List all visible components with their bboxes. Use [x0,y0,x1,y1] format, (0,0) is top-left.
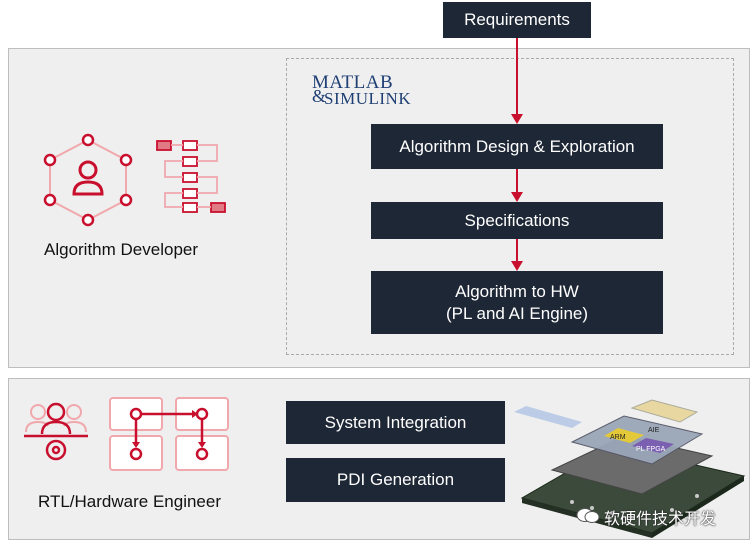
chip-layer-aie [570,415,704,465]
chip-layer-pl [632,438,674,453]
algorithm-design-box: Algorithm Design & Exploration [371,124,663,169]
matlab-simulink-logo: MATLAB & SIMULINK [312,72,442,112]
person-icon [72,160,104,196]
rtl-engineer-label: RTL/Hardware Engineer [38,492,221,511]
logo-matlab: MATLAB [312,72,394,93]
chip-label-aie: AIE [648,427,660,434]
requirements-label: Requirements [464,10,570,29]
algorithm-design-label: Algorithm Design & Exploration [399,136,635,156]
pdi-generation-label: PDI Generation [336,470,455,489]
algorithm-to-hw-box: Algorithm to HW (PL and AI Engine) [371,271,663,334]
wechat-icon [576,507,600,524]
logo-simulink: SIMULINK [324,89,412,108]
chip-layer-arm [604,428,644,443]
chip-layer-top [630,399,699,423]
requirements-box: Requirements [443,2,591,38]
watermark-text: 软硬件技术开发 [604,509,717,528]
engineer-team-icon [24,402,88,461]
system-integration-label: System Integration [324,412,467,432]
specifications-label: Specifications [464,210,570,230]
pdi-generation-box: PDI Generation [286,458,505,502]
specifications-box: Specifications [371,202,663,239]
logo-ampersand: & [312,86,327,106]
system-integration-box: System Integration [286,401,505,444]
gear-icon [45,439,67,461]
algorithm-flow-icon [156,140,226,213]
chip-layer-left [514,406,582,428]
chip-label-pl: PL FPGA [636,446,666,453]
algorithm-to-hw-label: Algorithm to HW (PL and AI Engine) [445,281,589,323]
algorithm-developer-network-icon [43,133,133,227]
chip-label-arm: ARM [610,434,626,441]
matlab-region [286,58,734,355]
algorithm-developer-label: Algorithm Developer [44,240,199,259]
rtl-block-diagram-icon [109,397,229,471]
